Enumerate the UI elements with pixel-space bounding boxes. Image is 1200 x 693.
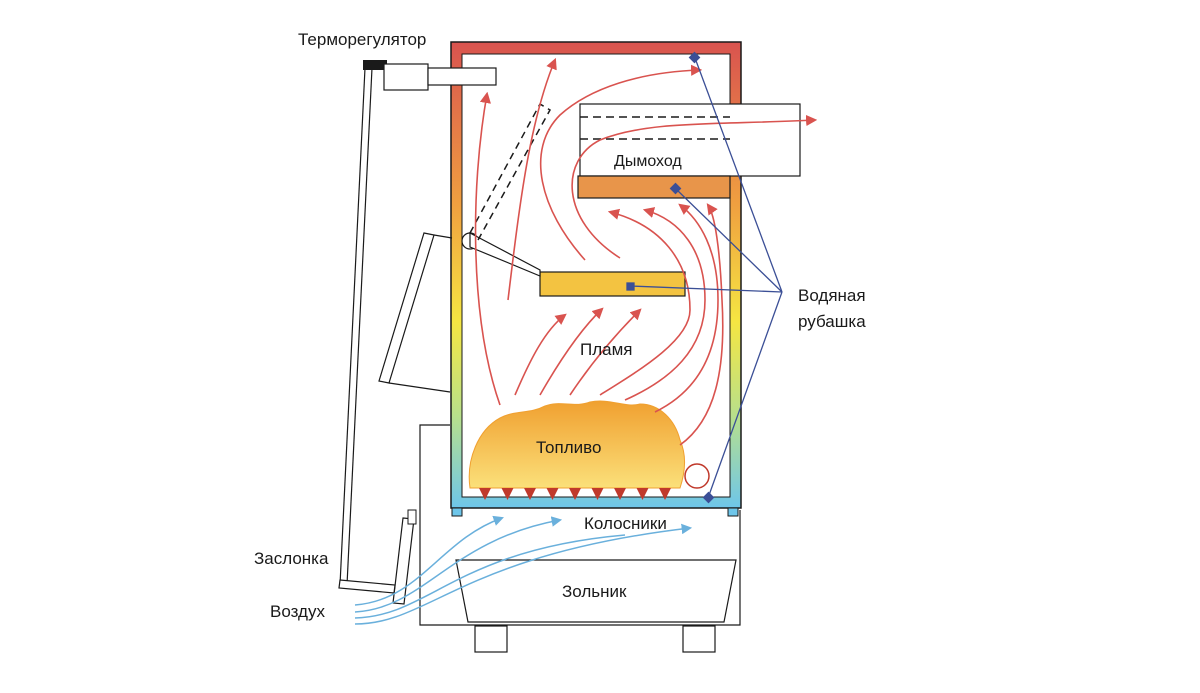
grate-tooth [659, 488, 671, 500]
thermostat-chain [339, 67, 366, 586]
grates [479, 488, 671, 500]
upper-shelf [577, 175, 731, 199]
loading-door [378, 232, 453, 393]
hot-arrow [569, 308, 642, 396]
label-grates: Колосники [584, 514, 667, 533]
label-chimney: Дымоход [614, 153, 682, 170]
chimney [579, 103, 801, 177]
foot-right [682, 625, 716, 653]
damper [338, 509, 417, 605]
grate-tooth [569, 488, 581, 500]
hot-arrow [474, 91, 501, 406]
hot-arrow [679, 203, 724, 446]
grate-tooth [614, 488, 626, 500]
thermostat [363, 60, 497, 91]
ash-pan [455, 559, 737, 623]
hot-arrow [539, 64, 703, 261]
cold-air-arrows [354, 515, 693, 625]
label-ash-pan: Зольник [562, 582, 627, 601]
cold-arrow [354, 523, 693, 625]
hot-arrow [654, 203, 719, 413]
hot-arrow [514, 313, 567, 396]
label-fuel: Топливо [536, 438, 601, 457]
foot-left [474, 625, 508, 653]
cold-arrow [354, 515, 504, 606]
support-right [727, 507, 739, 517]
port-circle [684, 463, 710, 489]
grate-tooth [479, 488, 491, 500]
label-water-jacket-1: Водяная [798, 286, 866, 305]
label-flame: Пламя [580, 340, 633, 359]
grate-tooth [636, 488, 649, 500]
fuel-pile [468, 400, 686, 489]
grate-tooth [524, 488, 536, 500]
hot-gas-arrows [474, 57, 818, 446]
hot-arrow [539, 307, 604, 396]
cold-arrow [354, 534, 626, 619]
jacket-pointers [626, 51, 783, 504]
label-air: Воздух [270, 602, 325, 621]
grate-tooth [591, 488, 604, 500]
label-thermostat: Терморегулятор [298, 30, 426, 49]
hot-arrow [624, 207, 706, 401]
grate-tooth [501, 488, 514, 500]
baffle [539, 271, 686, 297]
cold-arrow [354, 516, 563, 613]
label-water-jacket-2: рубашка [798, 312, 866, 331]
label-damper: Заслонка [254, 549, 329, 568]
hot-arrow [507, 57, 557, 301]
grate-tooth [546, 488, 559, 500]
lower-frame [419, 424, 741, 626]
hot-arrow [599, 208, 691, 396]
hot-arrow [571, 114, 818, 259]
support-left [451, 507, 463, 517]
thermostat-chain-2 [346, 67, 373, 586]
pivot-flap [461, 102, 552, 277]
